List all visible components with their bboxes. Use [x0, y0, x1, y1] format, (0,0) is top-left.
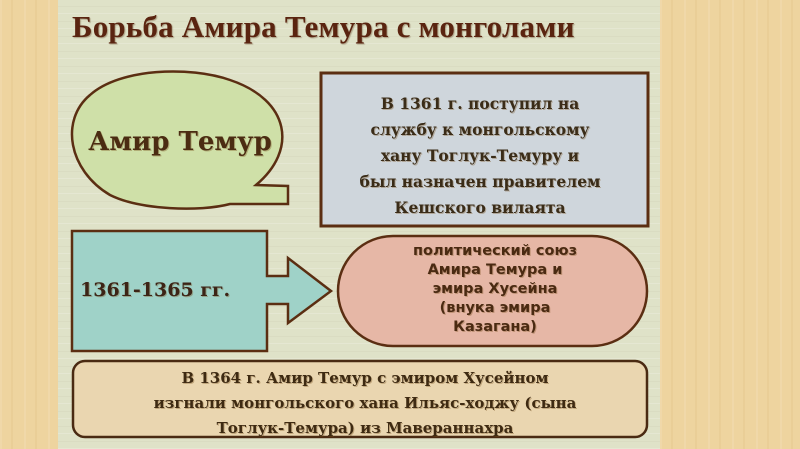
info-line: Кешского вилаята	[394, 198, 566, 217]
alliance-line: Амира Темура и	[427, 262, 563, 278]
right-wood-margin	[660, 0, 800, 449]
info-line: В 1361 г. поступил на	[380, 94, 580, 113]
alliance-line: Казагана)	[453, 319, 537, 335]
period-label: 1361-1365 гг.	[80, 279, 231, 301]
expulsion-line: Тоглук-Темура) из Мавераннахра	[216, 419, 514, 437]
info-box-text: В 1361 г. поступил на службу к монгольск…	[330, 91, 630, 221]
expulsion-line: В 1364 г. Амир Темур с эмиром Хусейном	[181, 369, 549, 387]
alliance-line: (внука эмира	[439, 300, 551, 316]
expulsion-box-text: В 1364 г. Амир Темур с эмиром Хусейном и…	[85, 366, 645, 441]
info-line: хану Тоглук-Темуру и	[380, 146, 580, 165]
speech-bubble-label: Амир Темур	[88, 127, 272, 157]
expulsion-line: изгнали монгольского хана Ильяс-ходжу (с…	[153, 394, 577, 412]
expulsion-box	[71, 359, 649, 439]
speech-bubble	[70, 70, 290, 210]
info-line: был назначен правителем	[359, 172, 601, 191]
alliance-pill	[336, 234, 649, 348]
alliance-line: политический союз	[413, 243, 577, 259]
period-callout-arrow-shape	[70, 229, 334, 353]
alliance-pill-text: политический союз Амира Темура и эмира Х…	[370, 242, 620, 337]
slide-title: Борьба Амира Темура с монголами	[72, 9, 575, 44]
info-line: службу к монгольскому	[370, 120, 590, 139]
left-wood-margin	[0, 0, 58, 449]
alliance-line: эмира Хусейна	[432, 281, 558, 297]
info-box	[319, 71, 650, 228]
